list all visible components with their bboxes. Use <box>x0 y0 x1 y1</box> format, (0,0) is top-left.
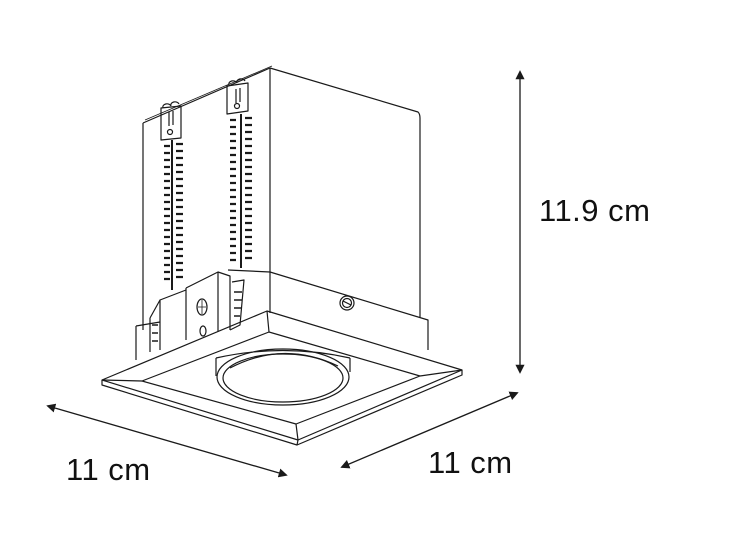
lamp-ring <box>215 348 351 406</box>
height-dimension-label: 11.9 cm <box>539 193 651 228</box>
mounting-bracket <box>135 271 245 360</box>
width-dimension-line <box>46 403 288 478</box>
spring-clip-right <box>226 78 252 268</box>
spring-clip-left <box>160 101 183 290</box>
trim-plate <box>101 310 463 446</box>
depth-dimension-label: 11 cm <box>428 445 513 480</box>
width-dimension-label: 11 cm <box>66 452 151 487</box>
depth-dimension-line <box>340 391 519 469</box>
housing-screw <box>339 295 355 311</box>
fixture-body <box>101 65 463 446</box>
